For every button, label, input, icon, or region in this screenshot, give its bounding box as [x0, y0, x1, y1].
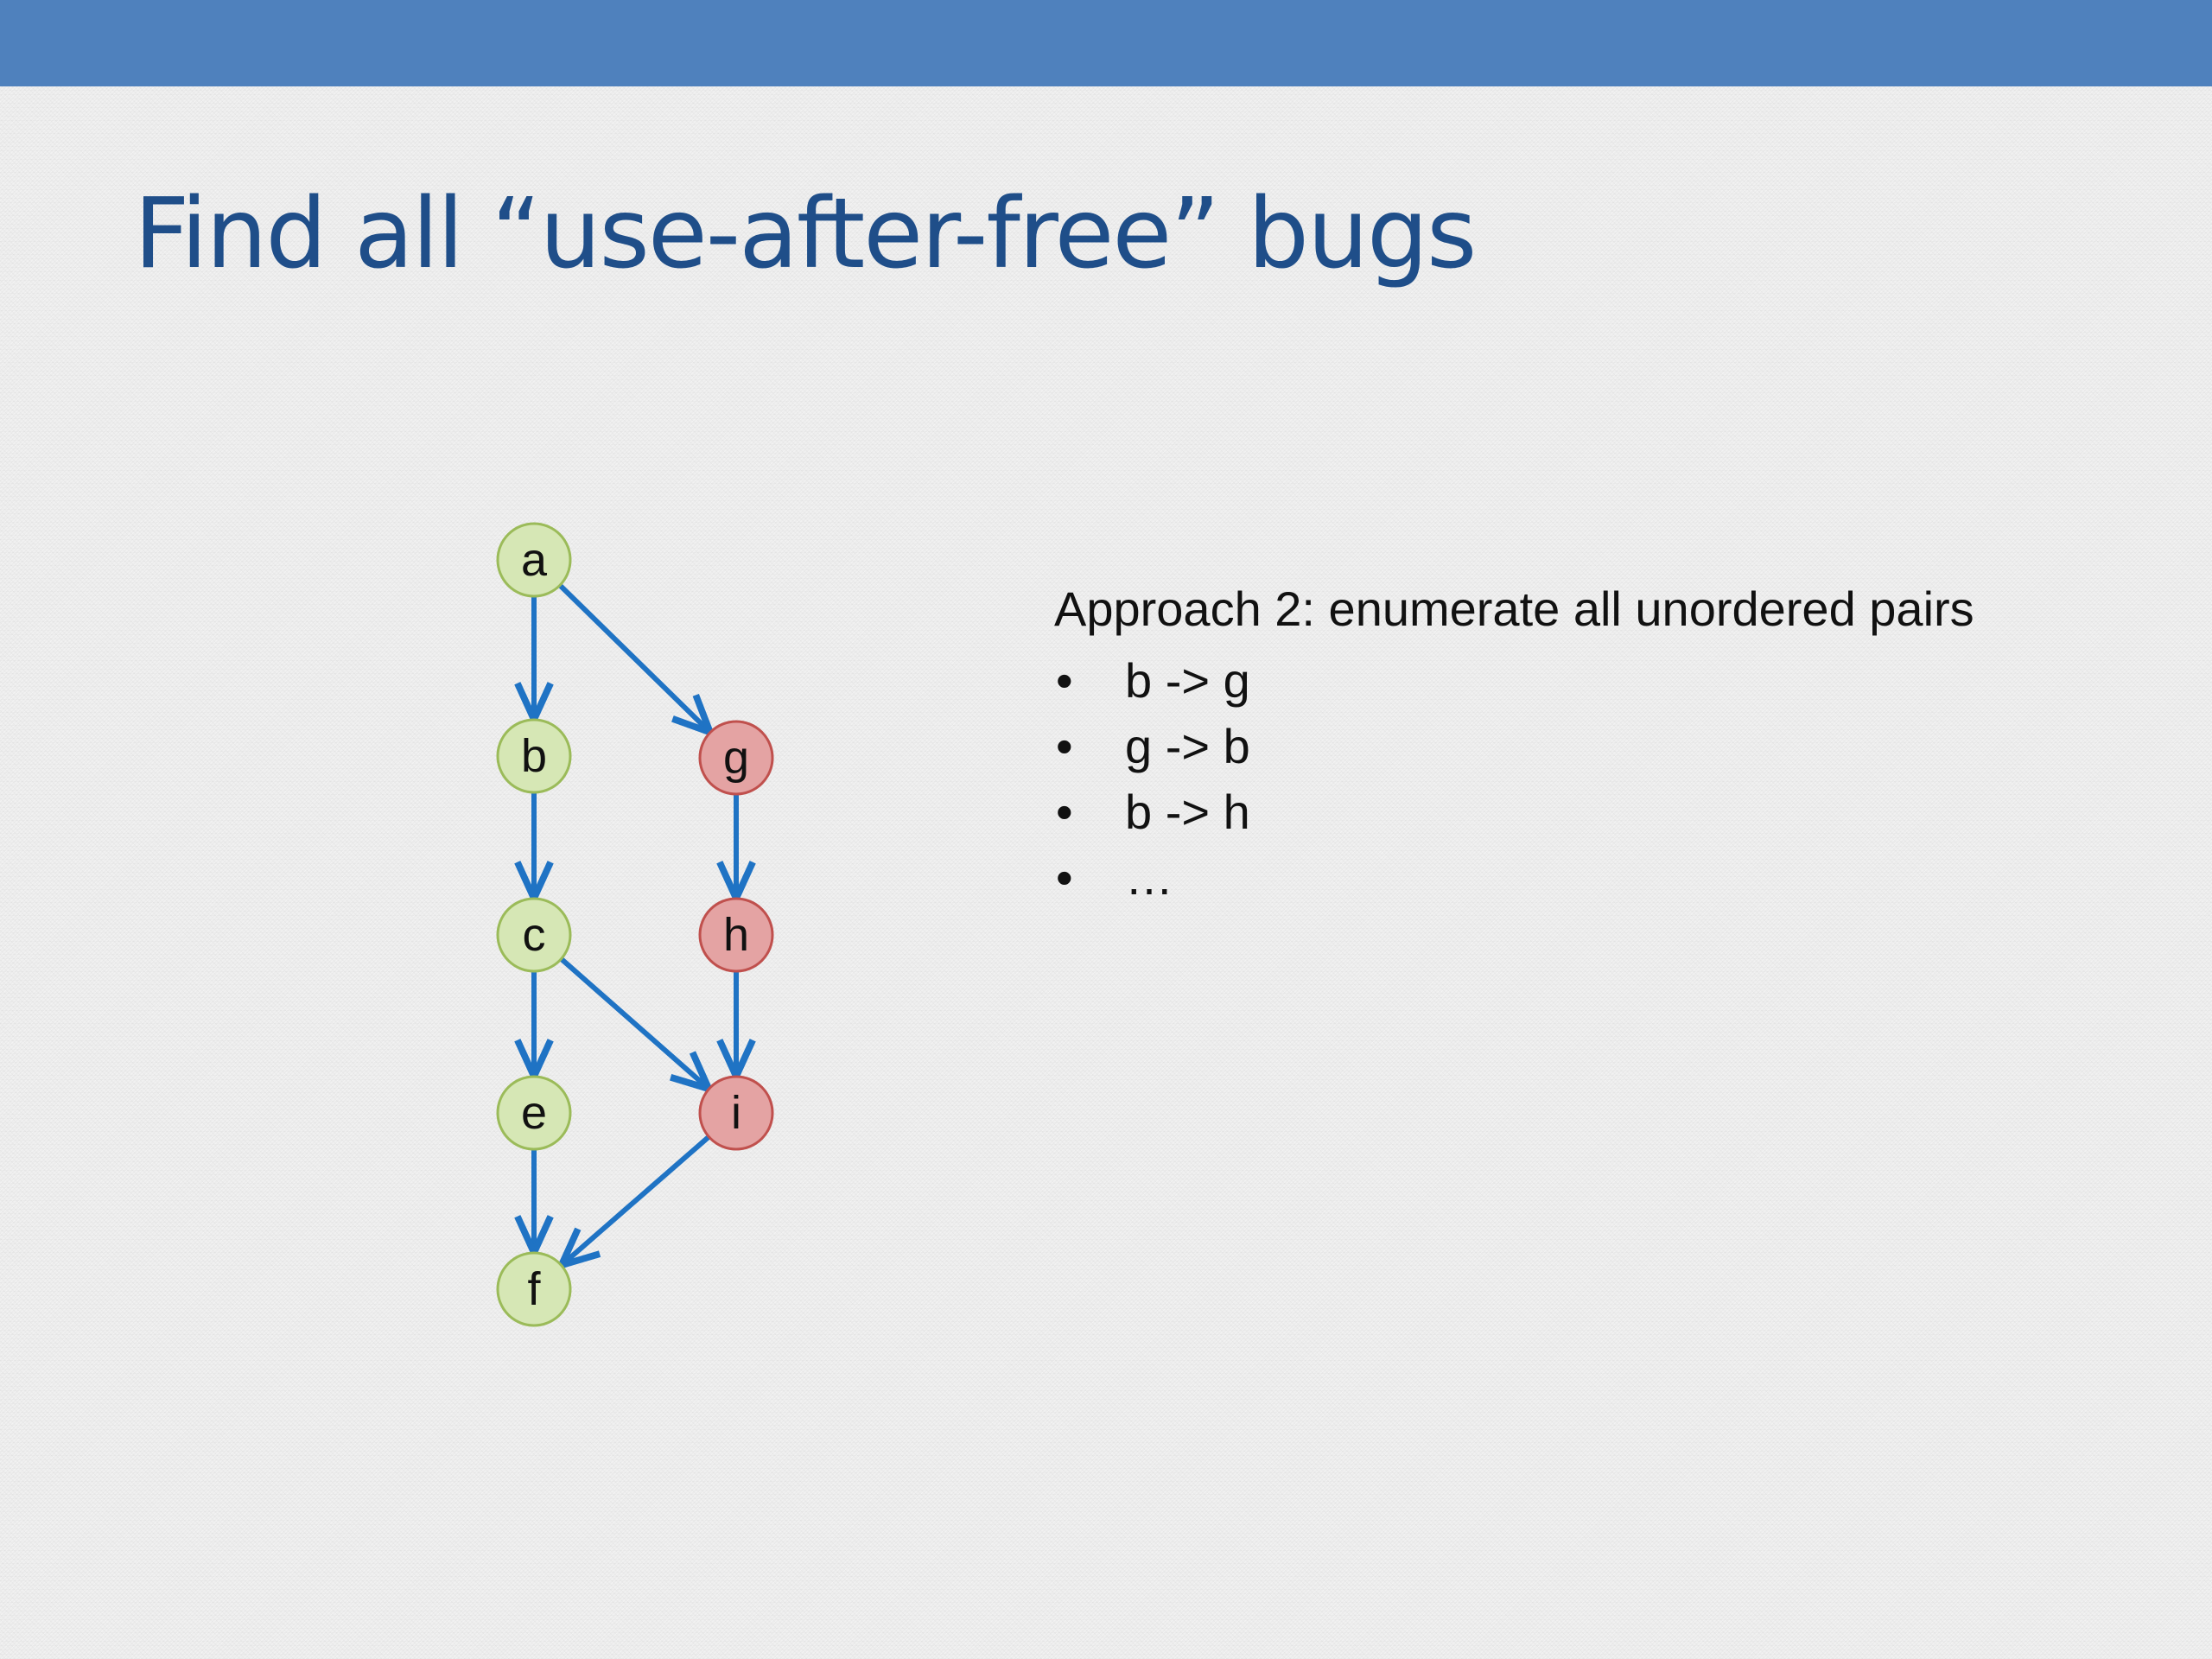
bullet-icon: •: [1056, 850, 1073, 905]
node-circle: [496, 897, 572, 973]
node-circle: [698, 897, 774, 973]
node-label: f: [527, 1263, 541, 1315]
edge-c-i: [559, 957, 708, 1088]
pair-list-item: • b -> h: [1054, 779, 2177, 845]
node-e: e: [496, 1075, 572, 1151]
pair-label: b -> g: [1125, 653, 1250, 708]
graph-nodes: a b c e f g h i: [496, 522, 774, 1327]
node-f: f: [496, 1251, 572, 1327]
header-bar: [0, 0, 2212, 86]
node-label: h: [723, 909, 749, 961]
pair-list: • b -> g • g -> b • b -> h • …: [1054, 648, 2177, 911]
node-circle: [496, 1075, 572, 1151]
pair-list-item: • b -> g: [1054, 648, 2177, 714]
node-label: e: [521, 1087, 547, 1139]
bullet-icon: •: [1056, 719, 1073, 773]
node-c: c: [496, 897, 572, 973]
node-b: b: [496, 718, 572, 794]
node-circle: [496, 522, 572, 598]
node-circle: [698, 1075, 774, 1151]
approach-heading: Approach 2: enumerate all unordered pair…: [1054, 582, 1974, 636]
node-label: b: [521, 730, 547, 782]
edge-i-f: [563, 1135, 711, 1264]
slide-title: Find all “use-after-free” bugs: [134, 178, 1477, 290]
node-label: g: [723, 732, 749, 784]
pair-label: …: [1125, 850, 1173, 905]
graph-edges: [534, 583, 736, 1264]
node-circle: [496, 718, 572, 794]
node-label: c: [523, 909, 546, 961]
pair-label: g -> b: [1125, 719, 1250, 773]
node-h: h: [698, 897, 774, 973]
bullet-icon: •: [1056, 653, 1073, 708]
node-label: i: [731, 1087, 741, 1139]
pair-label: b -> h: [1125, 785, 1250, 839]
node-circle: [496, 1251, 572, 1327]
node-g: g: [698, 720, 774, 796]
pair-list-item: • …: [1054, 845, 2177, 911]
node-a: a: [496, 522, 572, 598]
edge-a-g: [557, 583, 709, 731]
approach-panel: Approach 2: enumerate all unordered pair…: [1054, 579, 2177, 911]
node-label: a: [521, 534, 548, 586]
pair-list-item: • g -> b: [1054, 714, 2177, 779]
bullet-icon: •: [1056, 785, 1073, 839]
node-i: i: [698, 1075, 774, 1151]
node-circle: [698, 720, 774, 796]
